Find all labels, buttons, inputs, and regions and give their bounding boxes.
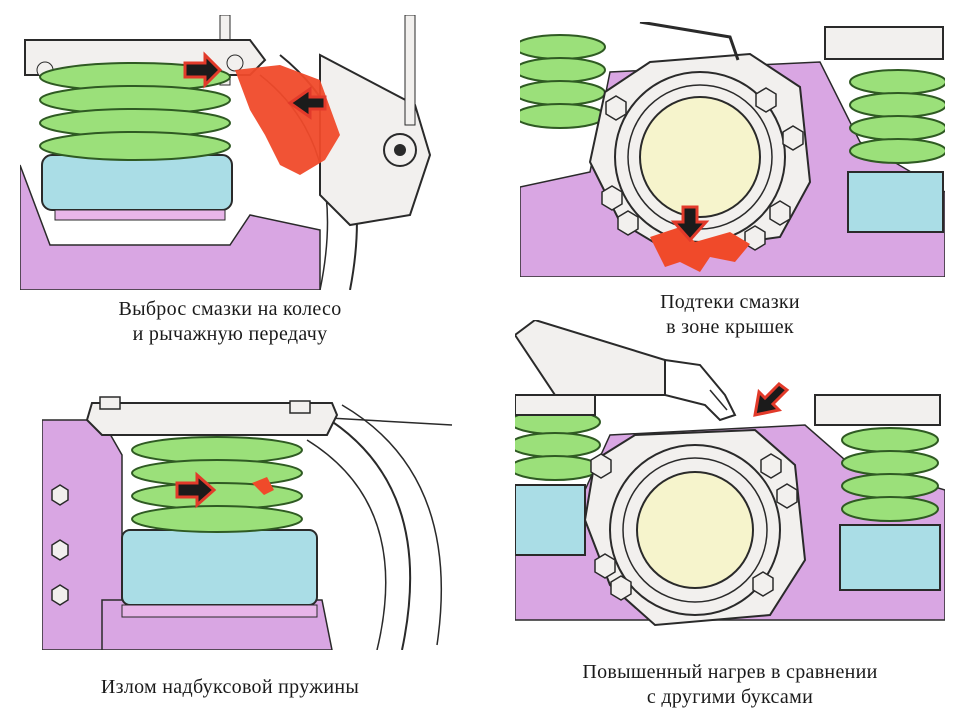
arrow-icon [670,205,710,243]
caption-line: Повышенный нагрев в сравнении [582,661,878,683]
panel-grease-leaks-lids [520,22,945,277]
caption-line: и рычажную передачу [132,323,328,345]
pink-band [121,604,318,618]
axlebox-lid [636,471,754,589]
panel-overheating [515,320,945,645]
spring-cup-right [839,524,941,591]
arrow-icon [753,382,790,417]
wheel-rim [321,414,412,650]
axlebox-lid [639,96,761,218]
caption-line: Излом надбуксовой пружины [100,676,360,698]
caption-line: в зоне крышек [666,316,794,338]
wheel-rim-inner [306,439,387,650]
spring-cup-right [847,171,944,233]
caption-line: с другими буксами [646,686,814,708]
post-right [404,15,416,126]
top-bracket-left [515,394,596,416]
bolt-icon [590,453,798,601]
bolt-icon [51,484,69,606]
caption-line: Выброс смазки на колесо [118,298,342,320]
spring-coils-right [841,427,939,522]
spring-coils [131,436,303,533]
grease-splash [235,65,340,175]
wheel-rim-outer [341,404,443,646]
caption-grease-leaks-lids: Подтеки смазки в зоне крышек [520,290,940,340]
spring-coils-left [515,409,601,481]
panel-3-illustration [42,396,453,650]
bolt-icon [99,396,311,414]
top-bracket [85,402,339,436]
caption-broken-spring: Излом надбуксовой пружины [20,675,440,700]
caption-grease-on-wheel: Выброс смазки на колесо и рычажную перед… [20,297,440,347]
spring-cup [121,529,318,606]
spring-cup [41,154,233,211]
frame-body [20,164,321,290]
spring-crack [252,477,274,495]
panel-1-illustration [20,15,432,290]
pink-band [54,209,226,221]
spring-coils-right [849,69,945,164]
lube-pipe [639,22,740,61]
grease-leak [650,227,750,272]
sleeve [515,320,666,396]
spring-coils-left [520,34,606,129]
lever-pin [394,144,406,156]
caption-overheating: Повышенный нагрев в сравнении с другими … [510,660,950,710]
top-bracket-right [814,394,941,426]
panel-broken-spring [42,395,462,650]
caption-line: Подтеки смазки [660,291,800,313]
panel-2-illustration [520,22,945,277]
top-bracket-right [824,26,944,60]
arrow-icon [175,471,217,509]
arrow-icon [183,51,223,89]
arrow-icon [287,86,327,120]
hand-icon [664,358,737,422]
spring-cup-left [515,484,586,556]
spring-coils [39,62,231,161]
bolt-icon [226,54,244,72]
panel-grease-on-wheel [20,15,450,290]
panel-4-illustration [515,320,945,627]
